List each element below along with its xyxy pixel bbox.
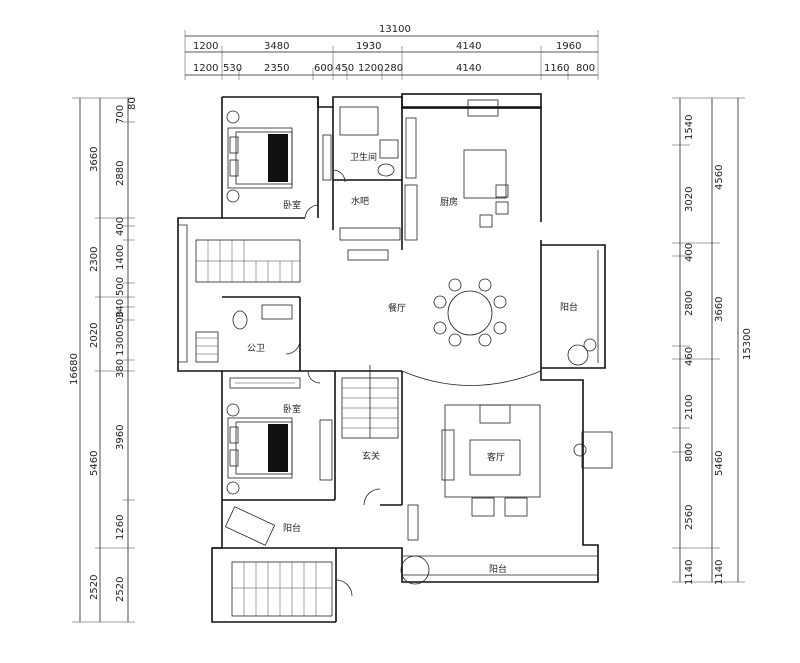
living-sofa-set bbox=[407, 404, 541, 541]
public-bath-fixtures bbox=[195, 304, 293, 363]
left-inner-label: 340 bbox=[115, 299, 126, 318]
right-mid-label: 4560 bbox=[714, 165, 725, 190]
top-row1-label: 1930 bbox=[356, 41, 381, 52]
right-inner-label: 800 bbox=[684, 443, 695, 462]
left-dimensions: 16680 3660 2300 2020 5460 2520 700 80 28… bbox=[69, 97, 138, 623]
left-inner-label: 700 bbox=[115, 105, 126, 124]
left-total-label: 16680 bbox=[69, 353, 80, 385]
fireplace bbox=[573, 431, 613, 469]
wardrobe-bottom bbox=[229, 377, 333, 481]
stair-upper-left bbox=[195, 239, 301, 283]
top-row2-label: 450 bbox=[335, 63, 354, 74]
room-label-bath-private: 卫生间 bbox=[350, 151, 377, 163]
left-mid-label: 2520 bbox=[89, 575, 100, 600]
top-row2-label: 1160 bbox=[544, 63, 569, 74]
water-bar-counter bbox=[339, 227, 401, 261]
left-mid-label: 5460 bbox=[89, 451, 100, 476]
right-inner-label: 460 bbox=[684, 347, 695, 366]
walls bbox=[177, 93, 606, 623]
left-mid-label: 2300 bbox=[89, 247, 100, 272]
right-mid-label: 3660 bbox=[714, 297, 725, 322]
top-row1-label: 1960 bbox=[556, 41, 581, 52]
room-label-balcony-bottom: 阳台 bbox=[489, 563, 507, 575]
left-inner-label: 80 bbox=[127, 97, 138, 110]
top-row1-label: 4140 bbox=[456, 41, 481, 52]
room-label-dining: 餐厅 bbox=[388, 302, 406, 314]
room-label-balcony-left: 阳台 bbox=[283, 522, 301, 534]
left-mid-label: 2020 bbox=[89, 323, 100, 348]
top-dimensions: 13100 1200 3480 1930 4140 1960 1200 530 … bbox=[184, 24, 599, 80]
top-row2-label: 2350 bbox=[264, 63, 289, 74]
right-inner-label: 1140 bbox=[684, 560, 695, 585]
top-row2-label: 600 bbox=[314, 63, 333, 74]
stair-foyer bbox=[341, 365, 399, 439]
wardrobe-top bbox=[322, 134, 332, 181]
left-inner-label: 400 bbox=[115, 217, 126, 236]
right-total-label: 15300 bbox=[742, 328, 753, 360]
right-mid-label: 1140 bbox=[714, 560, 725, 585]
bed-top bbox=[226, 110, 293, 203]
right-inner-label: 2560 bbox=[684, 505, 695, 530]
kitchen-fixtures bbox=[404, 99, 509, 241]
top-row1-label: 1200 bbox=[193, 41, 218, 52]
stair-bottom-left bbox=[231, 561, 333, 617]
left-inner-label: 500 bbox=[115, 277, 126, 296]
doors bbox=[285, 169, 381, 597]
left-inner-label: 3960 bbox=[115, 425, 126, 450]
top-row2-label: 1200 bbox=[193, 63, 218, 74]
left-inner-label: 2880 bbox=[115, 161, 126, 186]
left-inner-label: 1400 bbox=[115, 245, 126, 270]
left-inner-label: 2520 bbox=[115, 577, 126, 602]
right-dimensions: 15300 4560 3660 5460 1140 1540 3020 400 … bbox=[672, 97, 753, 585]
right-inner-label: 3020 bbox=[684, 187, 695, 212]
room-label-public-bath: 公卫 bbox=[247, 343, 265, 354]
right-mid-label: 5460 bbox=[714, 451, 725, 476]
left-inner-label: 1300 bbox=[115, 331, 126, 356]
left-inner-label: 500 bbox=[115, 311, 126, 330]
bed-bottom bbox=[226, 403, 293, 495]
left-inner-label: 380 bbox=[115, 359, 126, 378]
top-row2-label: 4140 bbox=[456, 63, 481, 74]
room-label-balcony-right: 阳台 bbox=[560, 301, 578, 313]
right-inner-label: 2800 bbox=[684, 291, 695, 316]
room-labels: 卧室 卫生间 水吧 厨房 餐厅 阳台 公卫 卧室 玄关 客厅 阳台 阳台 bbox=[247, 151, 578, 575]
top-row1-label: 3480 bbox=[264, 41, 289, 52]
room-label-foyer: 玄关 bbox=[362, 450, 380, 462]
bath-private-fixtures bbox=[339, 106, 417, 179]
right-inner-label: 400 bbox=[684, 243, 695, 262]
top-row2-label: 280 bbox=[384, 63, 403, 74]
room-label-bedroom-bottom: 卧室 bbox=[283, 403, 301, 415]
room-label-water-bar: 水吧 bbox=[351, 195, 369, 207]
right-inner-label: 1540 bbox=[684, 115, 695, 140]
top-row2-label: 800 bbox=[576, 63, 595, 74]
room-label-kitchen: 厨房 bbox=[440, 196, 458, 208]
left-mid-label: 3660 bbox=[89, 147, 100, 172]
top-row2-label: 530 bbox=[223, 63, 242, 74]
room-label-living: 客厅 bbox=[487, 451, 505, 463]
top-total-label: 13100 bbox=[379, 24, 411, 35]
right-inner-label: 2100 bbox=[684, 395, 695, 420]
room-label-bedroom-top: 卧室 bbox=[283, 199, 301, 211]
top-row2-label: 1200 bbox=[358, 63, 383, 74]
lounge-chair bbox=[224, 506, 276, 546]
left-inner-label: 1260 bbox=[115, 515, 126, 540]
dining-table bbox=[433, 278, 507, 347]
plants bbox=[400, 338, 597, 585]
